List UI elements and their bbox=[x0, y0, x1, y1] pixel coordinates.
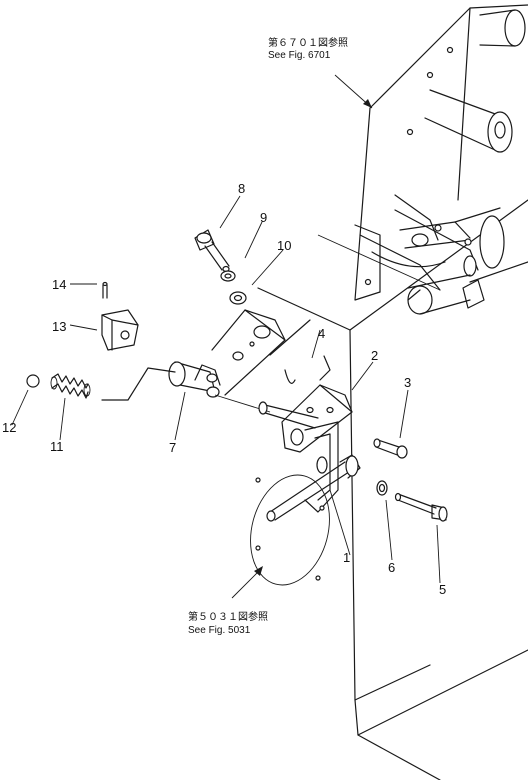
part-2-lever bbox=[258, 355, 353, 453]
part-label-5: 5 bbox=[439, 582, 446, 597]
upper-bracket bbox=[354, 4, 528, 315]
part-label-10: 10 bbox=[277, 238, 291, 253]
lever-plate bbox=[211, 309, 311, 396]
reference-5031: 第５０３１図参照 See Fig. 5031 bbox=[188, 566, 268, 636]
part-9-washer bbox=[220, 270, 236, 282]
part-6-washer bbox=[376, 480, 388, 496]
part-label-11: 11 bbox=[50, 439, 64, 454]
part-12-ball bbox=[26, 374, 40, 388]
part-7-lever bbox=[101, 361, 271, 413]
part-label-3: 3 bbox=[404, 375, 411, 390]
reference-6701-jp: 第６７０１図参照 bbox=[268, 36, 348, 49]
part-label-7: 7 bbox=[169, 440, 176, 455]
cover-plate bbox=[250, 474, 330, 586]
leader-lines bbox=[11, 195, 441, 584]
part-label-1: 1 bbox=[343, 550, 350, 565]
part-label-8: 8 bbox=[238, 181, 245, 196]
part-label-12: 12 bbox=[2, 420, 16, 435]
part-label-6: 6 bbox=[388, 560, 395, 575]
part-11-spring bbox=[50, 373, 91, 399]
reference-6701: 第６７０１図参照 See Fig. 6701 bbox=[268, 36, 373, 109]
reference-6701-en: See Fig. 6701 bbox=[268, 50, 331, 61]
part-13-block bbox=[101, 309, 139, 351]
reference-5031-jp: 第５０３１図参照 bbox=[188, 610, 268, 623]
part-1-shaft bbox=[266, 454, 361, 522]
part-label-4: 4 bbox=[318, 326, 325, 341]
part-label-13: 13 bbox=[52, 319, 66, 334]
part-5-bolt bbox=[394, 492, 448, 522]
part-label-14: 14 bbox=[52, 277, 66, 292]
main-panel bbox=[257, 199, 528, 780]
part-14-pin bbox=[102, 281, 108, 299]
part-10-washer bbox=[229, 291, 247, 305]
part-label-2: 2 bbox=[371, 348, 378, 363]
part-8-bolt bbox=[194, 229, 230, 273]
slot-plate bbox=[304, 421, 339, 513]
part-labels: 1 2 3 4 5 6 7 8 9 10 11 12 13 14 bbox=[2, 181, 446, 597]
part-3-pin bbox=[373, 438, 408, 459]
reference-5031-en: See Fig. 5031 bbox=[188, 625, 251, 636]
part-label-9: 9 bbox=[260, 210, 267, 225]
